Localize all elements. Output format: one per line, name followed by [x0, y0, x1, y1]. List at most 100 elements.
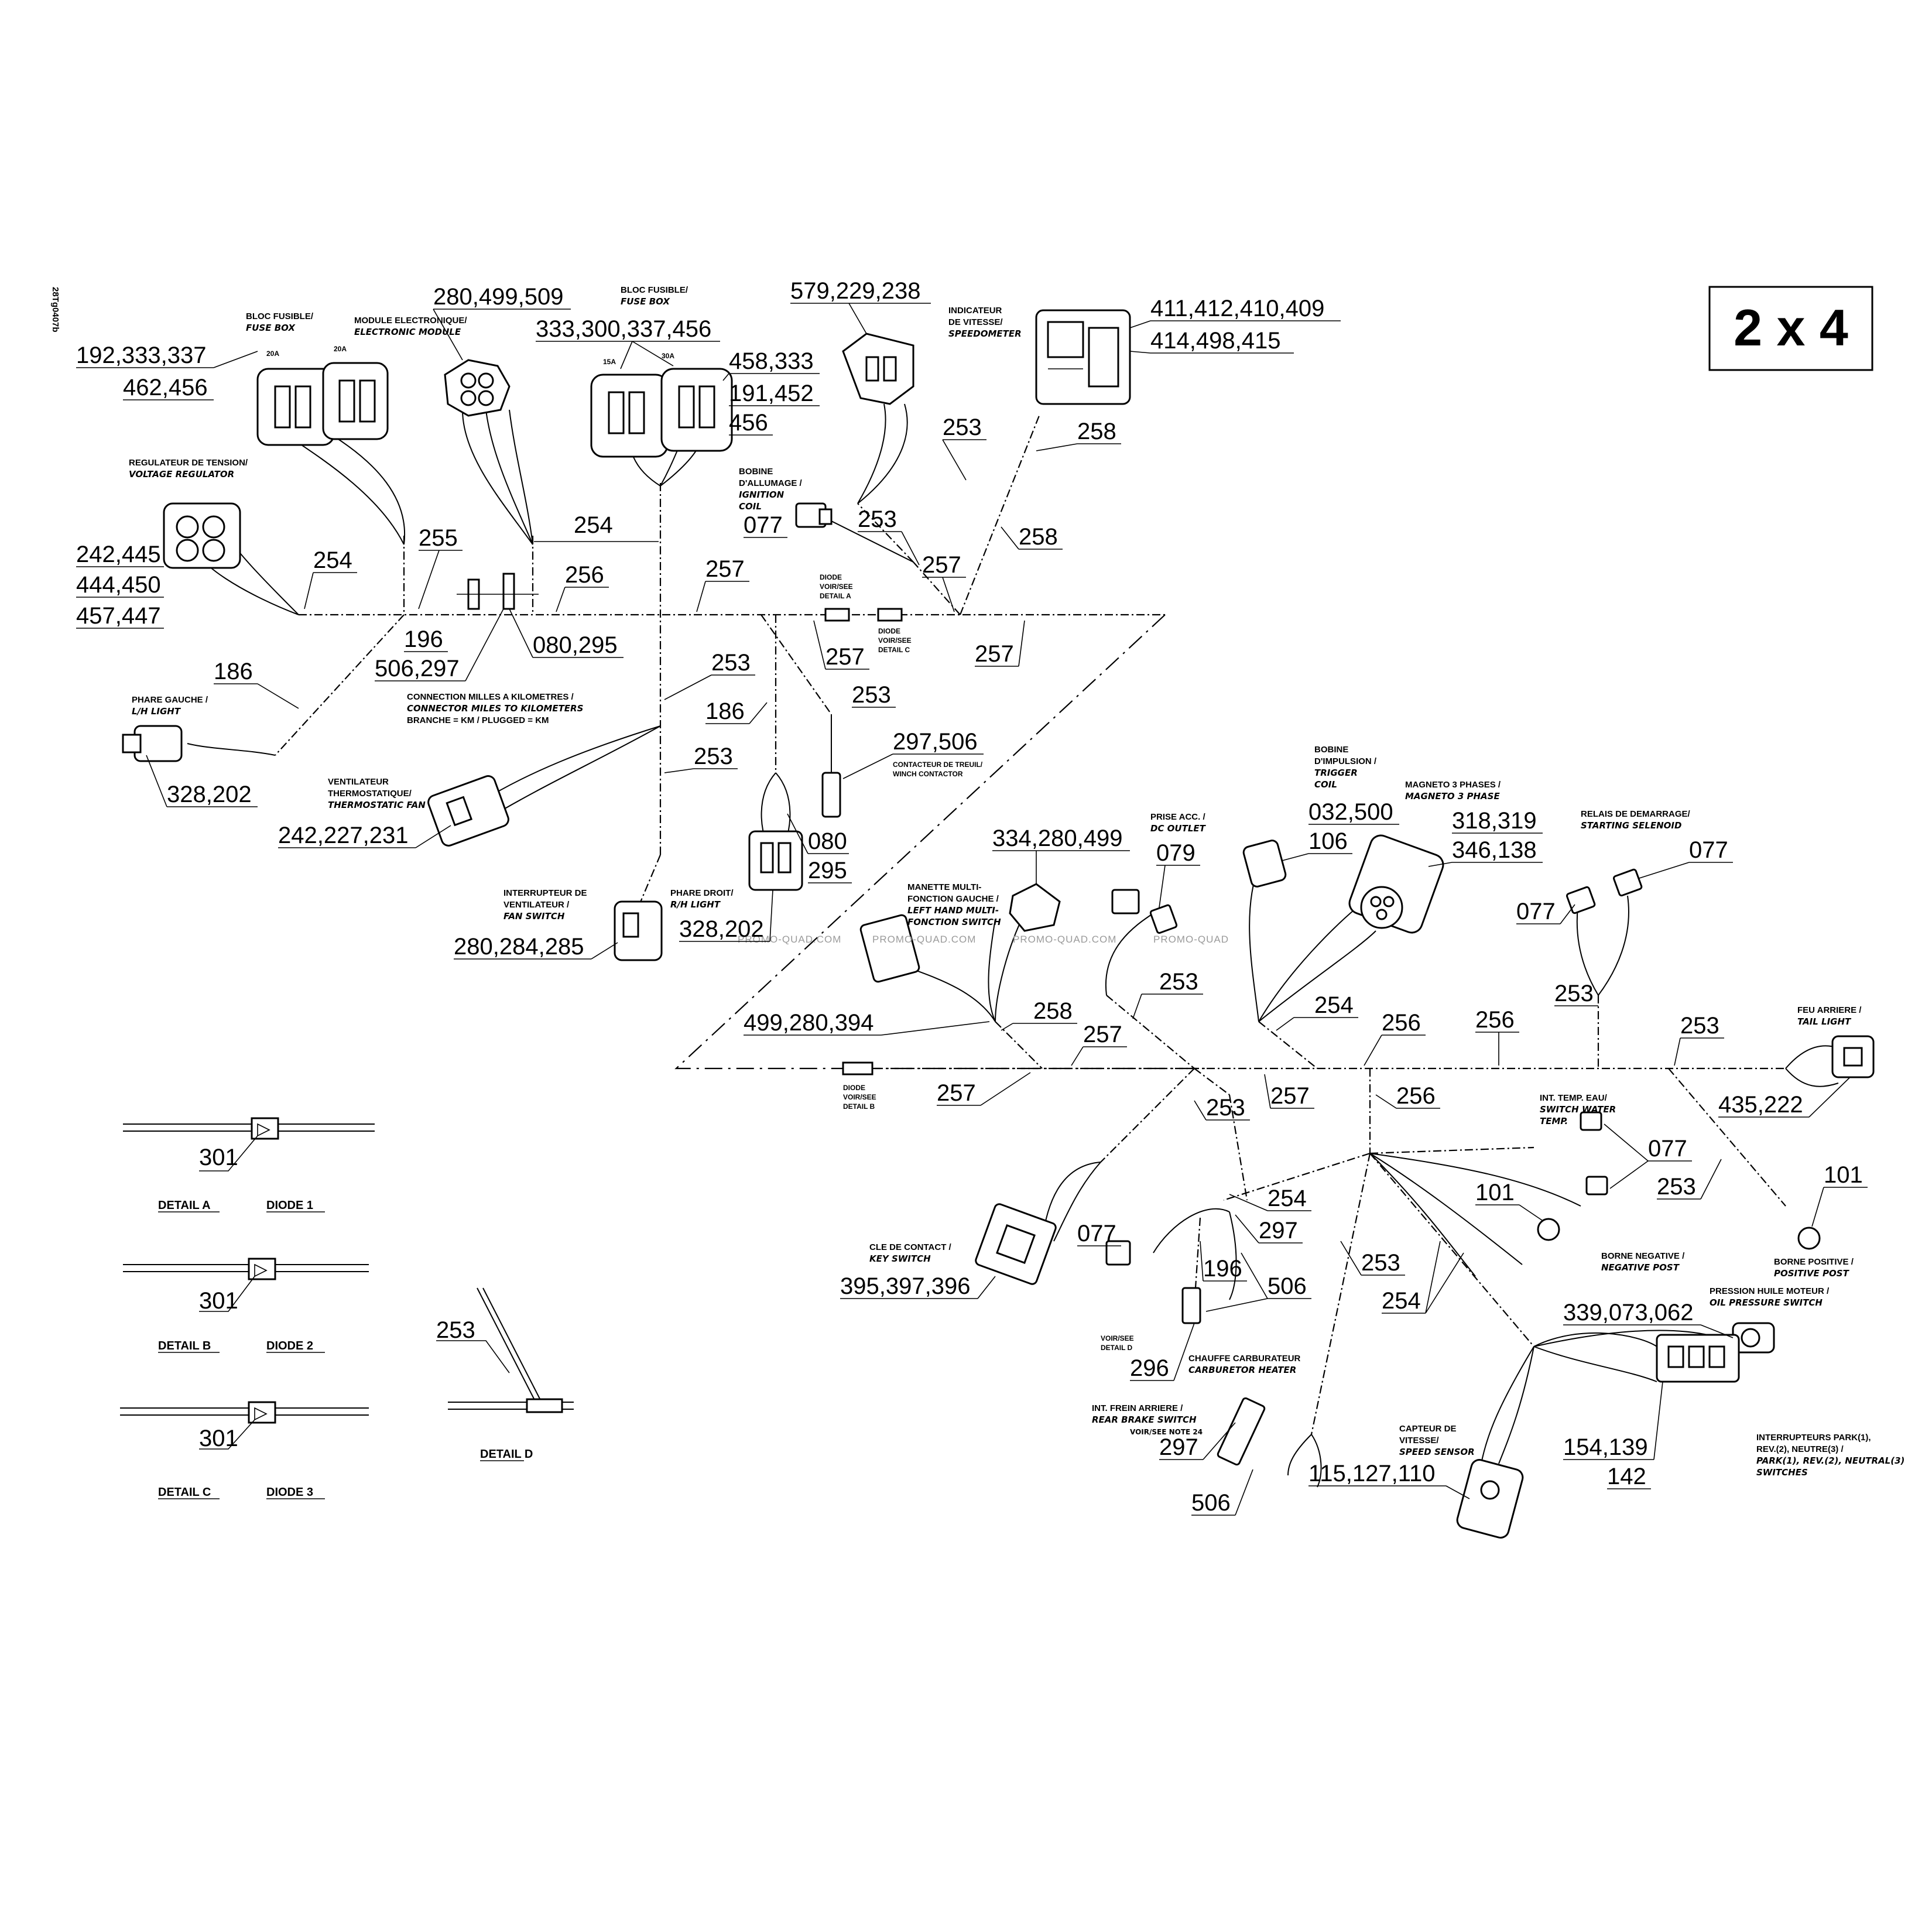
lower-harness	[843, 866, 1839, 1488]
callout-256b: 256	[1382, 1010, 1421, 1036]
ignition-coil-connector-icon	[795, 502, 833, 528]
callout-256c: 256	[1475, 1007, 1515, 1033]
callout-077c: 077	[1516, 899, 1556, 924]
callout-435: 435,222	[1718, 1092, 1803, 1118]
title: 2 x 4	[1734, 299, 1848, 357]
callout-257e: 257	[1083, 1022, 1122, 1047]
callout-077b: 077	[1689, 837, 1728, 863]
callout-154: 154,139	[1563, 1434, 1648, 1460]
starting-solenoid-label: RELAIS DE DEMARRAGE/STARTING SELENOID	[1581, 809, 1691, 831]
detail-c-subtitle: DIODE 3	[266, 1486, 313, 1499]
diode-b-icon	[842, 1061, 873, 1075]
detail-c-callout: 301	[199, 1426, 238, 1451]
callout-253f: 253	[1159, 969, 1198, 995]
trigger-coil-icon	[1242, 840, 1287, 888]
watermark-3: PROMO-QUAD.COM	[1013, 934, 1116, 945]
callout-253j: 253	[1657, 1174, 1696, 1200]
callout-256a: 256	[565, 562, 604, 588]
callout-280b: 280,284,285	[454, 934, 584, 960]
callout-253d: 253	[852, 682, 891, 708]
detail-b-callout: 301	[199, 1288, 238, 1314]
lh-multifunction-switch-icon	[1009, 883, 1061, 932]
callout-253h: 253	[1680, 1013, 1719, 1039]
detail-a-subtitle: DIODE 1	[266, 1199, 313, 1212]
callouts: 192,333,337 462,456 280,499,509 333,300,…	[76, 278, 1868, 1516]
callout-242b: 242,227,231	[278, 823, 408, 848]
callout-101a: 101	[1475, 1180, 1515, 1205]
callout-080a: 080,295	[533, 632, 618, 658]
callout-257f: 257	[937, 1080, 976, 1106]
callout-506a: 506,297	[375, 656, 460, 681]
callout-253b: 253	[943, 415, 982, 440]
fuse-box-left-icon	[256, 362, 389, 446]
callout-257d: 257	[975, 641, 1014, 667]
callout-192: 192,333,337	[76, 342, 206, 368]
voltage-regulator-icon	[163, 502, 241, 569]
fuse-box-left-label: BLOC FUSIBLE/FUSE BOX	[246, 311, 314, 333]
miles-km-connector-label: CONNECTION MILLES A KILOMETRES /CONNECTO…	[407, 692, 583, 725]
callout-254c: 254	[1314, 992, 1354, 1018]
callout-196a: 196	[404, 626, 443, 652]
park-rev-neutral-switches-label: INTERRUPTEURS PARK(1),REV.(2), NEUTRE(3)…	[1756, 1433, 1904, 1478]
callout-506c: 506	[1191, 1490, 1231, 1516]
electronic-module-icon	[444, 359, 511, 417]
detail-d-callout: 253	[436, 1317, 475, 1343]
callout-295b: 295	[808, 858, 847, 883]
detail-b: 301 DETAIL B DIODE 2	[123, 1258, 369, 1353]
watermark-1: PROMO-QUAD.COM	[738, 934, 841, 945]
callout-077d: 077	[1648, 1136, 1687, 1162]
electronic-module-label: MODULE ELECTRONIQUE/ELECTRONIC MODULE	[354, 316, 467, 337]
callout-254b: 254	[574, 512, 613, 538]
callout-257c: 257	[825, 644, 865, 670]
oil-pressure-switch-label: PRESSION HUILE MOTEUR /OIL PRESSURE SWIT…	[1710, 1286, 1830, 1308]
callout-253k: 253	[1361, 1250, 1400, 1276]
dc-outlet-icon	[1111, 889, 1178, 934]
callout-254e: 254	[1382, 1288, 1421, 1314]
key-switch-icon	[975, 1203, 1057, 1285]
callout-297a: 297,506	[893, 729, 978, 755]
component-labels: BLOC FUSIBLE/FUSE BOX 20A 20A 15A 30A MO…	[129, 285, 1904, 1478]
callout-253g: 253	[1554, 981, 1594, 1006]
callout-101b: 101	[1824, 1162, 1863, 1188]
detail-a: 301 DETAIL A DIODE 1	[123, 1117, 375, 1212]
callout-186b: 186	[705, 698, 745, 724]
callout-444: 444,450	[76, 572, 161, 598]
callout-242: 242,445	[76, 542, 161, 567]
fuse-amp-1: 20A	[266, 350, 279, 358]
callout-253a: 253	[858, 506, 897, 532]
callout-458: 458,333	[729, 348, 814, 374]
callout-186a: 186	[214, 659, 253, 684]
thermostatic-fan-icon	[427, 775, 509, 847]
callout-257a: 257	[705, 556, 745, 582]
starting-solenoid-icon	[1566, 868, 1643, 914]
key-switch-label: CLE DE CONTACT /KEY SWITCH	[869, 1242, 952, 1264]
callout-456: 456	[729, 410, 768, 436]
fuse-box-right-icon	[590, 368, 733, 458]
dc-outlet-label: PRISE ACC. /DC OUTLET	[1150, 812, 1207, 834]
detail-a-title: DETAIL A	[158, 1199, 211, 1212]
callout-258a: 258	[1077, 419, 1116, 444]
callout-280a: 280,499,509	[433, 284, 563, 310]
callout-328b: 328,202	[679, 916, 764, 942]
detail-b-title: DETAIL B	[158, 1340, 211, 1352]
callout-499: 499,280,394	[744, 1010, 873, 1036]
callout-339: 339,073,062	[1563, 1300, 1693, 1325]
negative-post-icon	[1537, 1218, 1560, 1241]
callout-395: 395,397,396	[840, 1273, 970, 1299]
winch-contactor-icon	[821, 772, 841, 818]
callout-256d: 256	[1396, 1083, 1436, 1109]
callout-253i: 253	[1206, 1095, 1245, 1121]
watermark-2: PROMO-QUAD.COM	[872, 934, 976, 945]
callout-077e: 077	[1077, 1221, 1116, 1246]
callout-032: 032,500	[1308, 799, 1393, 825]
